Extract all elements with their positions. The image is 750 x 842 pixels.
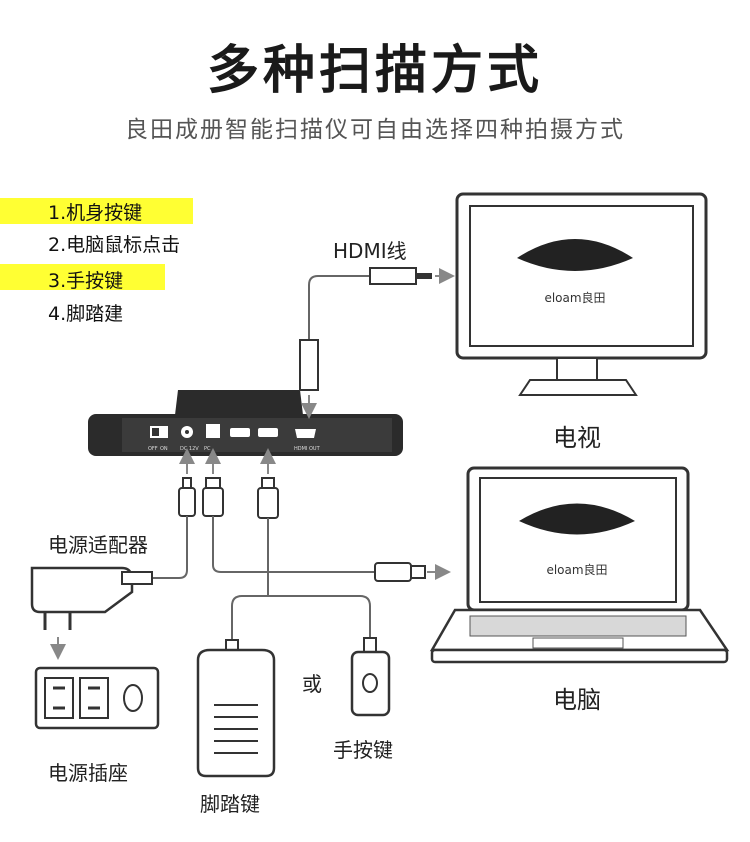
foot-pedal <box>196 639 276 778</box>
tv-label: 电视 <box>553 424 601 452</box>
power-adapter <box>30 566 153 660</box>
highlight-mode-1 <box>0 198 193 224</box>
usb-a-plug <box>257 477 279 519</box>
arrow-up-icon <box>179 448 276 474</box>
usb-port-2 <box>258 428 278 437</box>
hdmi-cable-label: HDMI线 <box>333 239 407 263</box>
hand-button-label: 手按键 <box>333 738 393 762</box>
highlight-mode-3 <box>0 264 165 290</box>
port-label-off: OFF <box>148 446 158 452</box>
pc-usb-port <box>206 424 220 438</box>
foot-pedal-label: 脚踏键 <box>200 792 260 816</box>
power-socket-label: 电源插座 <box>48 761 128 785</box>
brand-logo-icon <box>519 503 635 535</box>
port-label-on: ON <box>160 446 168 452</box>
page-subtitle: 良田成册智能扫描仪可自由选择四种拍摄方式 <box>125 117 625 143</box>
mode-item-3: 3.手按键 <box>48 270 124 292</box>
or-label: 或 <box>302 672 322 696</box>
tv-brand-text: eloam良田 <box>544 290 605 305</box>
power-adapter-label: 电源适配器 <box>48 533 148 557</box>
mode-item-1: 1.机身按键 <box>48 202 143 224</box>
laptop-brand-text: eloam良田 <box>546 562 607 577</box>
hdmi-cable <box>299 267 455 419</box>
brand-logo-icon <box>517 239 633 271</box>
port-label-dc: DC 12V <box>180 446 199 452</box>
page-title: 多种扫描方式 <box>206 41 543 101</box>
mode-item-2: 2.电脑鼠标点击 <box>48 234 181 256</box>
port-label-hdmi: HDMI OUT <box>294 446 321 452</box>
port-label-pc: PC <box>204 446 211 452</box>
usb-plug-laptop <box>374 562 451 582</box>
cables <box>152 516 375 650</box>
mode-item-4: 4.脚踏建 <box>48 303 124 325</box>
hdmi-port <box>295 429 316 438</box>
laptop: eloam良田 <box>429 466 730 664</box>
hand-button <box>350 637 391 717</box>
tv-monitor: eloam良田 <box>455 192 708 396</box>
power-socket <box>34 666 160 730</box>
usb-port-1 <box>230 428 250 437</box>
usb-b-plug <box>202 477 224 517</box>
dc-plug <box>178 477 196 517</box>
computer-label: 电脑 <box>553 686 601 714</box>
scanner-base: OFF ON DC 12V PC HDMI OUT <box>88 390 403 456</box>
